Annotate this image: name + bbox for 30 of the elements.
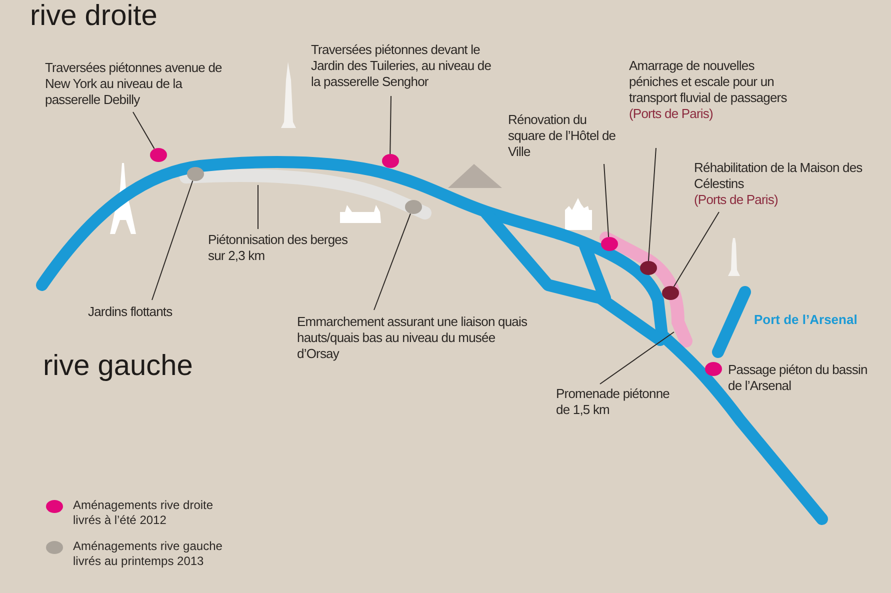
- path-band: [600, 232, 692, 348]
- leader-line: [374, 213, 411, 310]
- annotation-text: Amarrage de nouvelles péniches et escale pour un transport fluvial de passagers: [629, 58, 788, 106]
- path-band: [180, 168, 432, 220]
- source-note: (Ports de Paris): [694, 192, 779, 208]
- annotation-text: Emmarchement assurant une liaison quais hauts/quais bas au niveau du musée d’Orsay: [297, 314, 528, 362]
- annotation-text: Piétonnisation des berges sur 2,3 km: [208, 232, 349, 264]
- bank-heading: rive gauche: [43, 350, 193, 383]
- annotation-text: Passage piéton du bassin de l’Arsenal: [728, 362, 868, 394]
- leader-line: [604, 164, 610, 238]
- annotation-text: Promenade piétonne de 1,5 km: [556, 386, 671, 418]
- marker-dot: [382, 154, 398, 168]
- place-label: Port de l’Arsenal: [754, 312, 858, 327]
- legend-text: Aménagements rive gauche livrés au printemps 2013: [73, 539, 224, 569]
- leader-line: [648, 148, 656, 262]
- leader-line: [673, 212, 720, 288]
- leader-line: [132, 112, 155, 150]
- annotation-text: Jardins flottants: [88, 304, 174, 320]
- annotation-text: Rénovation du square de l’Hôtel de Ville: [508, 112, 617, 160]
- source-note: (Ports de Paris): [629, 106, 714, 122]
- leader-line: [390, 96, 392, 154]
- marker-dot: [150, 148, 166, 162]
- leader-line: [600, 332, 674, 384]
- annotation-text: Traversées piétonnes avenue de New York au niveau de la passerelle Debilly: [45, 60, 223, 108]
- bank-heading: rive droite: [30, 0, 158, 33]
- leader-line: [152, 180, 194, 300]
- annotation-text: Traversées piétonnes devant le Jardin des Tuileries, au niveau de la passerelle Senghor: [311, 42, 492, 90]
- marker-dot: [704, 362, 722, 376]
- legend-text: Aménagements rive droite livrés à l’été 2012: [73, 498, 214, 528]
- annotation-text: Réhabilitation de la Maison des Célestins: [694, 160, 864, 192]
